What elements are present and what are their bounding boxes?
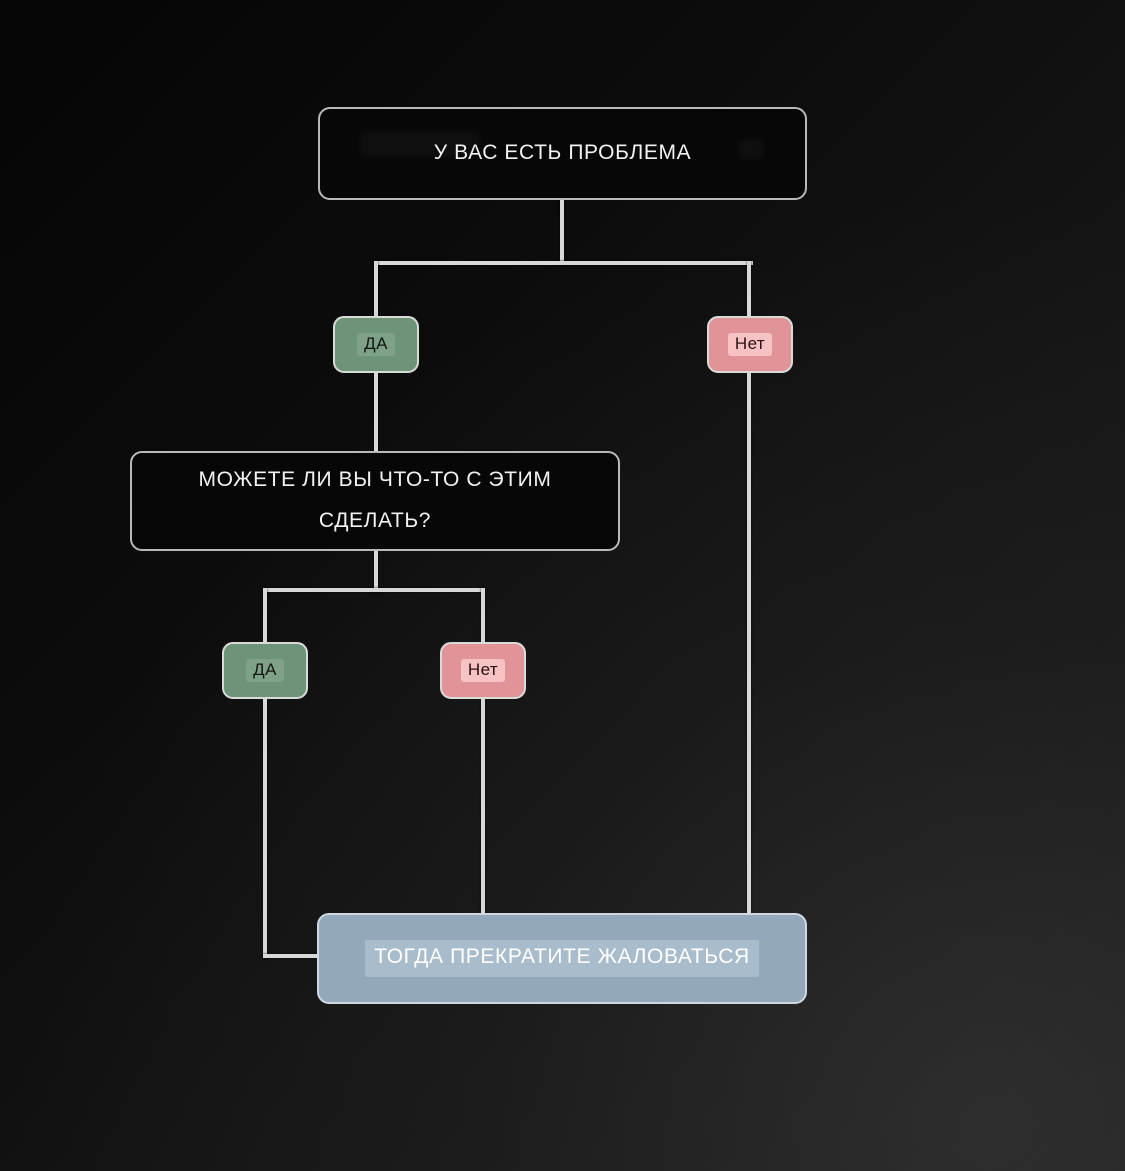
connector-q2-yes-drop	[263, 588, 267, 646]
badge-yes-bottom[interactable]: ДА	[222, 642, 308, 699]
connector-q1-no-drop	[747, 261, 751, 321]
badge-yes-bottom-label: ДА	[246, 659, 284, 682]
node-can-do-line-1: МОЖЕТЕ ЛИ ВЫ ЧТО-ТО С ЭТИМ	[198, 468, 552, 492]
connector-junction-2-bar	[263, 588, 485, 592]
connector-yes-bottom-drop	[263, 694, 267, 958]
connector-yes-bottom-elbow	[263, 954, 323, 958]
connector-q2-stem	[374, 548, 378, 592]
badge-yes-top-label: ДА	[357, 333, 395, 356]
connector-q1-yes-drop	[374, 261, 378, 321]
node-can-do-line-2: СДЕЛАТЬ?	[318, 509, 432, 532]
connector-no-to-terminal	[747, 369, 751, 917]
node-stop-complaining[interactable]: ТОГДА ПРЕКРАТИТЕ ЖАЛОВАТЬСЯ	[317, 913, 807, 1004]
badge-no-top[interactable]: Нет	[707, 316, 793, 373]
node-problem[interactable]: У ВАС ЕСТЬ ПРОБЛЕМА	[318, 107, 807, 200]
node-can-do-something-label: МОЖЕТЕ ЛИ ВЫ ЧТО-ТО С ЭТИМ СДЕЛАТЬ?	[185, 460, 566, 542]
node-can-do-something[interactable]: МОЖЕТЕ ЛИ ВЫ ЧТО-ТО С ЭТИМ СДЕЛАТЬ?	[130, 451, 620, 551]
compression-artifact	[360, 131, 480, 157]
compression-artifact-2	[738, 139, 764, 159]
badge-no-bottom-label: Нет	[460, 659, 506, 682]
badge-no-top-label: Нет	[727, 333, 773, 356]
node-stop-complaining-label: ТОГДА ПРЕКРАТИТЕ ЖАЛОВАТЬСЯ	[365, 940, 759, 977]
connector-q1-stem	[560, 197, 564, 265]
badge-no-bottom[interactable]: Нет	[440, 642, 526, 699]
connector-yes-to-q2	[374, 369, 378, 454]
connector-q2-no-drop	[481, 588, 485, 646]
node-problem-label: У ВАС ЕСТЬ ПРОБЛЕМА	[433, 141, 692, 165]
connector-no-bottom-drop	[481, 694, 485, 918]
badge-yes-top[interactable]: ДА	[333, 316, 419, 373]
connector-junction-1-bar	[374, 261, 753, 265]
